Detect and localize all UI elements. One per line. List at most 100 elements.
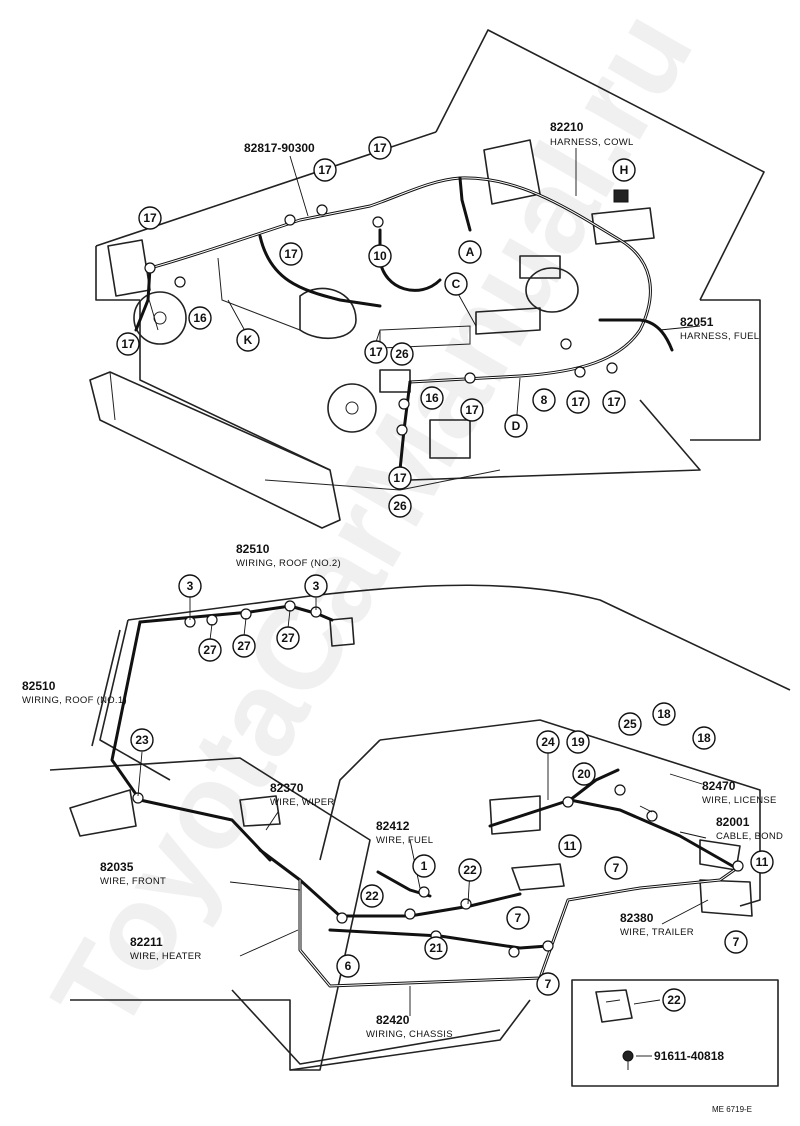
callout-c9: A <box>458 240 482 264</box>
svg-text:C: C <box>452 277 461 291</box>
callout-d5: 27 <box>276 626 300 650</box>
part-82817-90300: 82817-90300 <box>244 141 315 155</box>
svg-text:H: H <box>620 163 629 177</box>
part-82420: 82420 <box>376 1013 410 1027</box>
callout-c14: 17 <box>566 390 590 414</box>
part-82035: 82035 <box>100 860 134 874</box>
figure-code: ME 6719-E <box>712 1105 752 1114</box>
callout-c15: 17 <box>602 390 626 414</box>
svg-text:17: 17 <box>143 211 157 225</box>
part-82420-name: WIRING, CHASSIS <box>366 1029 453 1040</box>
part-82380-name: WIRE, TRAILER <box>620 927 694 938</box>
svg-text:17: 17 <box>121 337 135 351</box>
callout-c17: 17 <box>460 398 484 422</box>
part-82051-name: HARNESS, FUEL <box>680 331 759 342</box>
part-82510-roof1-name: WIRING, ROOF (NO.1) <box>22 695 127 706</box>
part-82412-name: WIRE, FUEL <box>376 835 433 846</box>
svg-text:11: 11 <box>756 855 769 869</box>
svg-text:7: 7 <box>733 935 740 949</box>
callout-c19: 17 <box>388 466 412 490</box>
part-82470-name: WIRE, LICENSE <box>702 795 777 806</box>
callout-d15: 22 <box>458 858 482 882</box>
part-82380: 82380 <box>620 911 654 925</box>
svg-text:27: 27 <box>237 639 251 653</box>
cowl-harness <box>134 176 674 472</box>
part-82210-name: HARNESS, COWL <box>550 137 634 148</box>
callout-c1: 17 <box>368 136 392 160</box>
part-82035-name: WIRE, FRONT <box>100 876 166 887</box>
callout-d11: 18 <box>692 726 716 750</box>
svg-text:3: 3 <box>313 579 320 593</box>
svg-text:11: 11 <box>564 839 577 853</box>
svg-text:K: K <box>244 333 253 347</box>
svg-text:27: 27 <box>281 631 295 645</box>
svg-text:8: 8 <box>541 393 548 407</box>
part-82211-name: WIRE, HEATER <box>130 951 202 962</box>
svg-text:17: 17 <box>318 163 332 177</box>
part-labels: 82817-90300 82210 HARNESS, COWL 82051 HA… <box>22 120 783 1114</box>
part-82412: 82412 <box>376 819 410 833</box>
svg-text:26: 26 <box>393 499 407 513</box>
svg-text:24: 24 <box>541 735 555 749</box>
part-82211: 82211 <box>130 935 163 949</box>
svg-text:17: 17 <box>369 345 383 359</box>
callout-c13: 8 <box>532 388 556 412</box>
svg-text:17: 17 <box>393 471 407 485</box>
callout-d17: 7 <box>604 856 628 880</box>
callout-d4: 27 <box>232 634 256 658</box>
svg-text:7: 7 <box>515 911 522 925</box>
part-82001-name: CABLE, BOND <box>716 831 783 842</box>
part-91611-40818: 91611-40818 <box>654 1049 724 1063</box>
part-82370-name: WIRE, WIPER <box>270 797 335 808</box>
svg-text:21: 21 <box>429 941 443 955</box>
callouts: 17 17 17 17 17 16 K 10 A C 17 26 8 17 17… <box>116 136 774 1012</box>
svg-text:23: 23 <box>135 733 149 747</box>
svg-text:17: 17 <box>373 141 387 155</box>
callout-c7: K <box>236 328 260 352</box>
part-82001: 82001 <box>716 815 750 829</box>
svg-text:26: 26 <box>395 347 409 361</box>
svg-text:17: 17 <box>607 395 621 409</box>
chassis-drawing <box>49 584 791 1071</box>
upper-clip-markers <box>144 189 629 436</box>
callout-d13: 11 <box>558 834 582 858</box>
part-82510-roof2: 82510 <box>236 542 270 556</box>
svg-text:17: 17 <box>465 403 479 417</box>
part-82051: 82051 <box>680 315 714 329</box>
svg-text:22: 22 <box>667 993 681 1007</box>
callout-d22: 7 <box>536 972 560 996</box>
callout-d6: 23 <box>130 728 154 752</box>
svg-text:18: 18 <box>697 731 711 745</box>
callout-c21: H <box>612 158 636 182</box>
callout-d21: 6 <box>336 954 360 978</box>
callout-c20: 26 <box>388 494 412 518</box>
callout-d20: 21 <box>424 936 448 960</box>
callout-d16: 22 <box>360 884 384 908</box>
callout-d18: 11 <box>750 850 774 874</box>
svg-text:16: 16 <box>425 391 439 405</box>
fastener-inset <box>571 979 779 1087</box>
svg-text:19: 19 <box>571 735 585 749</box>
callout-c8: 10 <box>368 244 392 268</box>
svg-text:6: 6 <box>345 959 352 973</box>
svg-text:17: 17 <box>571 395 585 409</box>
callout-c2: 17 <box>313 158 337 182</box>
callout-c11: 17 <box>364 340 388 364</box>
callout-d9: 25 <box>618 712 642 736</box>
svg-text:20: 20 <box>577 767 591 781</box>
callout-c10: C <box>444 272 468 296</box>
svg-text:D: D <box>512 419 521 433</box>
callout-d2: 3 <box>304 574 328 598</box>
svg-text:25: 25 <box>623 717 637 731</box>
callout-c5: 17 <box>116 332 140 356</box>
svg-text:22: 22 <box>463 863 477 877</box>
svg-text:1: 1 <box>421 859 428 873</box>
part-82470: 82470 <box>702 779 736 793</box>
callout-d7: 24 <box>536 730 560 754</box>
part-82510-roof2-name: WIRING, ROOF (NO.2) <box>236 558 341 569</box>
svg-text:7: 7 <box>545 977 552 991</box>
callout-c6: 16 <box>188 306 212 330</box>
callout-d8: 19 <box>566 730 590 754</box>
callout-c3: 17 <box>138 206 162 230</box>
